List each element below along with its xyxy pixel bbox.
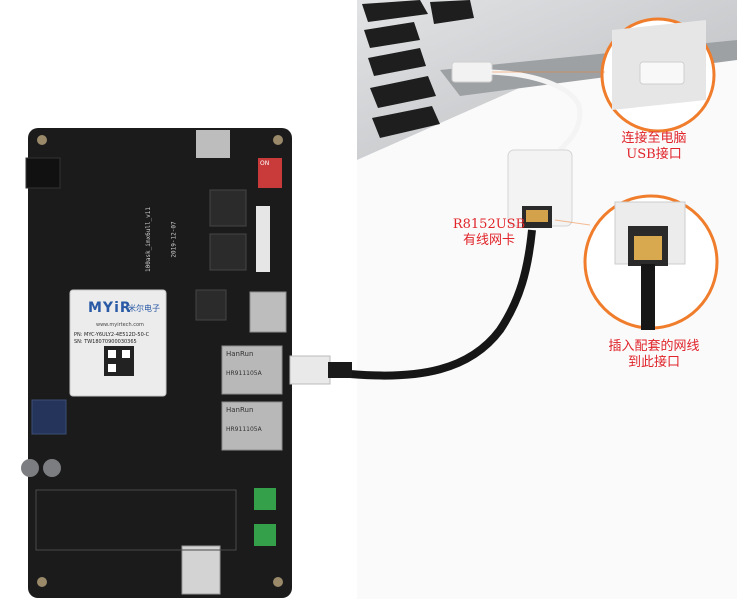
silk-date: 2019-12-07 bbox=[170, 221, 178, 258]
label-adapter: R8152USB 有线网卡 bbox=[446, 217, 532, 249]
module-brand-cn: 米尔电子 bbox=[128, 304, 160, 313]
eth-brand-2: HanRun bbox=[226, 406, 254, 414]
module-site: www.myirtech.com bbox=[96, 322, 144, 328]
label-plug-line1: 插入配套的网线 bbox=[608, 339, 700, 354]
eth-brand-1: HanRun bbox=[226, 350, 254, 358]
module-sn: SN: TW18070900030365 bbox=[74, 339, 137, 345]
silk-board-name: 100ask_imx6ull_v11 bbox=[145, 206, 153, 273]
eth-model-2: HR911105A bbox=[226, 426, 262, 433]
dip-switch-label: ON bbox=[260, 160, 270, 167]
core-module bbox=[69, 289, 167, 397]
label-adapter-line1: R8152USB bbox=[452, 217, 526, 232]
board-ethernet-plug bbox=[289, 355, 331, 385]
module-brand: MYiR bbox=[88, 300, 132, 316]
ethernet-cable bbox=[349, 229, 536, 380]
label-usb-to-pc: 连接至电脑 USB接口 bbox=[606, 131, 702, 163]
label-adapter-line2: 有线网卡 bbox=[462, 233, 515, 248]
ethernet-port-2 bbox=[221, 401, 283, 451]
label-usb-line1: 连接至电脑 bbox=[621, 131, 687, 146]
eth-model-1: HR911105A bbox=[226, 370, 262, 377]
usb-cable bbox=[489, 69, 583, 152]
label-usb-line2: USB接口 bbox=[626, 147, 682, 162]
ethernet-port-1 bbox=[221, 345, 283, 395]
label-plug-cable: 插入配套的网线 到此接口 bbox=[598, 339, 710, 371]
usb-a-port bbox=[181, 545, 221, 595]
module-pn: PN: MYC-Y6ULY2-4E512D-50-C bbox=[74, 332, 150, 338]
laptop-keyboard bbox=[362, 0, 474, 138]
label-plug-line2: 到此接口 bbox=[627, 355, 680, 370]
